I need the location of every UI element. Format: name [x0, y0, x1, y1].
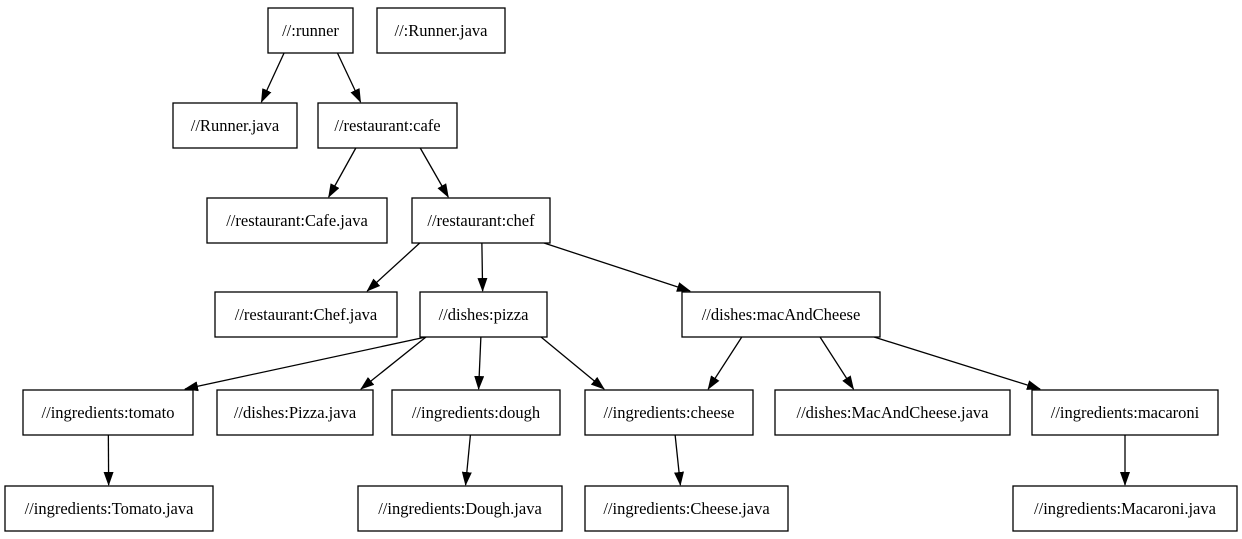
node-box: [584, 389, 754, 436]
node-label: //restaurant:chef: [427, 211, 535, 230]
edge-pizza-cheese: [540, 336, 605, 390]
edge-chef-chef_java: [366, 242, 421, 292]
node-box: [267, 7, 354, 54]
node-label: //ingredients:Tomato.java: [25, 499, 195, 518]
node-box: [1031, 389, 1219, 436]
node-mac_java: //dishes:MacAndCheese.java: [774, 389, 1011, 436]
node-cheese_java: //ingredients:Cheese.java: [584, 485, 789, 532]
node-box: [172, 102, 298, 149]
node-box: [774, 389, 1011, 436]
node-label: //ingredients:Macaroni.java: [1034, 499, 1217, 518]
node-label: //ingredients:macaroni: [1051, 403, 1200, 422]
node-label: //:Runner.java: [394, 21, 488, 40]
node-box: [584, 485, 789, 532]
node-cafe_java: //restaurant:Cafe.java: [206, 197, 388, 244]
node-label: //ingredients:Dough.java: [378, 499, 542, 518]
node-label: //:runner: [282, 21, 339, 40]
edge-runner-cafe: [336, 52, 362, 103]
node-box: [376, 7, 506, 54]
node-box: [22, 389, 194, 436]
edge-pizza-pizza_java: [360, 336, 427, 390]
node-runner_java_top: //:Runner.java: [376, 7, 506, 54]
edge-dough-dough_java: [461, 434, 472, 486]
edge-mac_and_cheese-macaroni: [873, 336, 1041, 390]
node-runner: //:runner: [267, 7, 354, 54]
node-label: //ingredients:dough: [412, 403, 541, 422]
node-chef_java: //restaurant:Chef.java: [214, 291, 398, 338]
edge-mac_and_cheese-mac_java: [819, 336, 855, 390]
node-box: [4, 485, 214, 532]
edge-pizza-tomato: [184, 336, 427, 392]
edge-cheese-cheese_java: [674, 434, 684, 486]
node-box: [681, 291, 881, 338]
node-label: //dishes:Pizza.java: [234, 403, 357, 422]
node-mac_and_cheese: //dishes:macAndCheese: [681, 291, 881, 338]
node-cheese: //ingredients:cheese: [584, 389, 754, 436]
node-label: //dishes:macAndCheese: [702, 305, 861, 324]
nodes-layer: //:runner //:Runner.java //Runner.java //re…: [4, 7, 1238, 532]
node-label: //ingredients:Cheese.java: [603, 499, 770, 518]
node-box: [411, 197, 551, 244]
node-label: //dishes:pizza: [439, 305, 529, 324]
node-chef: //restaurant:chef: [411, 197, 551, 244]
node-box: [206, 197, 388, 244]
node-macaroni: //ingredients:macaroni: [1031, 389, 1219, 436]
edge-cafe-cafe_java: [328, 147, 357, 198]
edge-cafe-chef: [419, 147, 449, 198]
node-pizza: //dishes:pizza: [419, 291, 548, 338]
node-box: [317, 102, 458, 149]
node-label: //restaurant:Chef.java: [235, 305, 378, 324]
node-box: [419, 291, 548, 338]
node-label: //ingredients:tomato: [42, 403, 175, 422]
node-pizza_java: //dishes:Pizza.java: [216, 389, 374, 436]
node-box: [357, 485, 563, 532]
node-label: //restaurant:cafe: [334, 116, 440, 135]
node-label: //Runner.java: [191, 116, 280, 135]
node-label: //ingredients:cheese: [603, 403, 734, 422]
node-box: [214, 291, 398, 338]
node-label: //restaurant:Cafe.java: [226, 211, 368, 230]
node-dough: //ingredients:dough: [391, 389, 561, 436]
node-macaroni_java: //ingredients:Macaroni.java: [1012, 485, 1238, 532]
node-runner_java: //Runner.java: [172, 102, 298, 149]
edge-mac_and_cheese-cheese: [707, 336, 743, 390]
node-box: [391, 389, 561, 436]
edge-pizza-dough: [474, 336, 485, 390]
node-box: [216, 389, 374, 436]
node-tomato: //ingredients:tomato: [22, 389, 194, 436]
node-dough_java: //ingredients:Dough.java: [357, 485, 563, 532]
node-label: //dishes:MacAndCheese.java: [797, 403, 990, 422]
edge-runner-runner_java: [260, 52, 285, 103]
edges-layer: [103, 52, 1130, 486]
edge-chef-pizza: [477, 242, 488, 292]
edge-chef-mac_and_cheese: [543, 242, 691, 292]
node-box: [1012, 485, 1238, 532]
node-cafe: //restaurant:cafe: [317, 102, 458, 149]
node-tomato_java: //ingredients:Tomato.java: [4, 485, 214, 532]
